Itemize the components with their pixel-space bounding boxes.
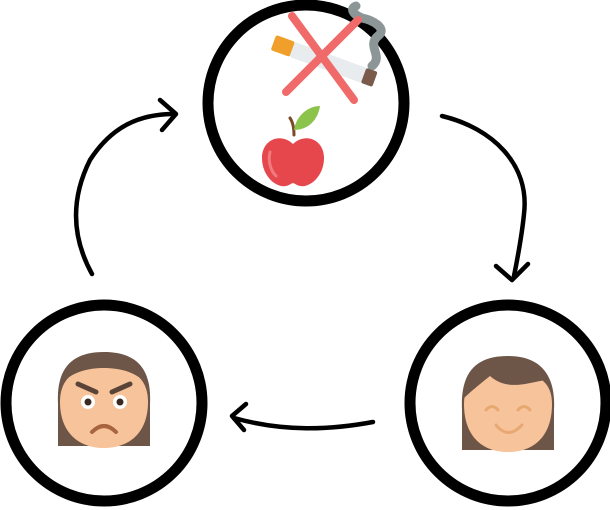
arrow-angry-to-habits bbox=[73, 97, 179, 277]
smoke-icon bbox=[348, 1, 386, 71]
arrow-habits-to-happy bbox=[439, 113, 531, 283]
apple-icon bbox=[262, 106, 324, 187]
node-angry bbox=[0, 299, 208, 507]
no-smoking-icon bbox=[271, 1, 386, 104]
node-habits bbox=[202, 0, 410, 207]
angry-face-icon bbox=[57, 352, 151, 448]
node-happy bbox=[404, 299, 610, 507]
happy-face-icon bbox=[461, 356, 555, 452]
arrow-happy-to-angry bbox=[229, 401, 376, 433]
node-ring-top bbox=[202, 0, 410, 207]
leaf-icon bbox=[294, 106, 320, 130]
